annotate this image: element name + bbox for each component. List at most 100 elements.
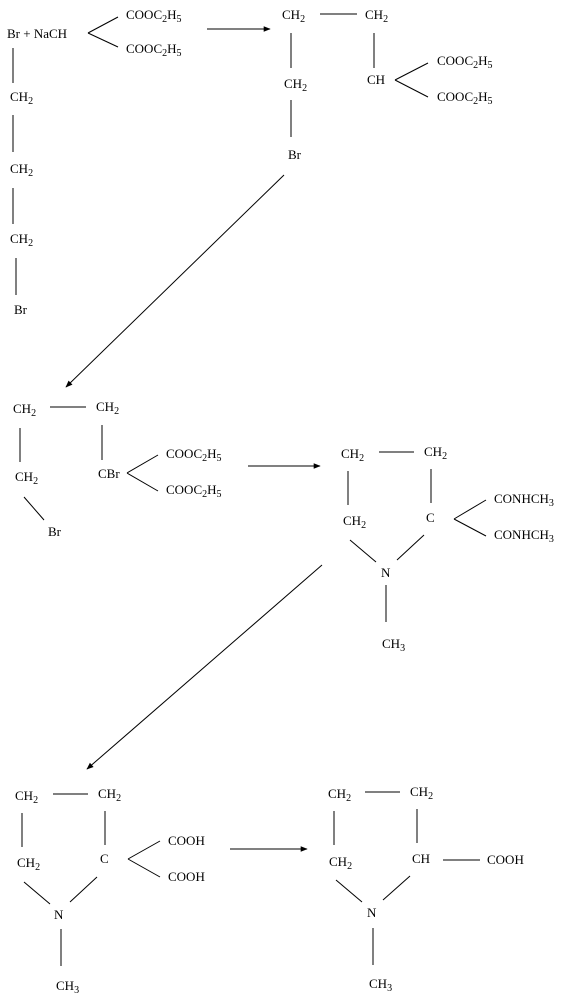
- subscript-text: 2: [202, 453, 207, 464]
- label-text: CH: [412, 851, 430, 866]
- label-ch2: CH2: [10, 89, 33, 107]
- subscript-text: 2: [33, 795, 38, 806]
- subscript-text: 2: [162, 14, 167, 25]
- label-text: CH: [15, 469, 33, 484]
- label-text: CH: [10, 161, 28, 176]
- bond: [23, 881, 51, 905]
- label-text: CH: [98, 786, 116, 801]
- intermediate-pyrrolidine-bisamide: CH2 CH2 CH2 C CONHCH3 CONHCH3 N CH3: [341, 444, 554, 654]
- label-ch2: CH2: [410, 784, 433, 802]
- label-ester-top: COOC2H5: [166, 446, 222, 464]
- label-text: C: [426, 510, 435, 525]
- label-text: C: [100, 851, 109, 866]
- subscript-text: 2: [28, 238, 33, 249]
- label-br: Br: [48, 524, 62, 539]
- subscript-text: 3: [387, 983, 392, 994]
- label-text: CH: [15, 788, 33, 803]
- subscript-text: 5: [177, 14, 182, 25]
- label-ch2: CH2: [98, 786, 121, 804]
- label-n: N: [381, 565, 391, 580]
- label-text: CH: [410, 784, 428, 799]
- label-text: Br: [14, 302, 28, 317]
- subscript-text: 2: [35, 862, 40, 873]
- label-ch2: CH2: [343, 513, 366, 531]
- label-ester-bottom: COOC2H5: [437, 89, 493, 107]
- label-text: CH: [369, 976, 387, 991]
- subscript-text: 5: [217, 453, 222, 464]
- label-text: N: [381, 565, 391, 580]
- label-text: CONHCH: [494, 527, 549, 542]
- label-text: COOC: [166, 482, 202, 497]
- subscript-text: 5: [488, 60, 493, 71]
- bond: [87, 16, 119, 34]
- subscript-text: 2: [202, 489, 207, 500]
- subscript-text: 2: [162, 48, 167, 59]
- bond: [382, 875, 411, 901]
- reaction-arrow: [65, 174, 285, 388]
- label-acid: COOH: [487, 852, 524, 867]
- bond: [126, 454, 159, 474]
- label-acid-top: COOH: [168, 833, 205, 848]
- label-text: CH: [328, 786, 346, 801]
- subscript-text: 2: [33, 476, 38, 487]
- subscript-text: 2: [383, 14, 388, 25]
- label-text: COOH: [168, 833, 205, 848]
- label-ch: CH: [367, 72, 385, 87]
- subscript-text: 5: [177, 48, 182, 59]
- label-text: COOC: [437, 89, 473, 104]
- label-ch2: CH2: [10, 161, 33, 179]
- label-text: CH: [17, 855, 35, 870]
- label-text: CH: [424, 444, 442, 459]
- label-ester-bottom: COOC2H5: [166, 482, 222, 500]
- label-text: CH: [382, 636, 400, 651]
- label-ch2: CH2: [15, 469, 38, 487]
- label-ch2: CH2: [282, 7, 305, 25]
- label-ch: CH: [412, 851, 430, 866]
- bond: [394, 62, 429, 81]
- label-text: CH: [282, 7, 300, 22]
- label-ch3: CH3: [382, 636, 405, 654]
- subscript-text: 2: [116, 793, 121, 804]
- label-text: CH: [329, 854, 347, 869]
- subscript-text: 3: [74, 985, 79, 996]
- label-text: Br: [48, 524, 62, 539]
- label-text: N: [367, 905, 377, 920]
- label-text: CH: [365, 7, 383, 22]
- bond: [126, 472, 159, 492]
- subscript-text: 2: [300, 14, 305, 25]
- subscript-text: 2: [346, 793, 351, 804]
- label-n: N: [367, 905, 377, 920]
- label-ch2: CH2: [341, 446, 364, 464]
- label-ch2: CH2: [17, 855, 40, 873]
- label-text: H: [478, 53, 487, 68]
- subscript-text: 2: [28, 168, 33, 179]
- label-c: C: [426, 510, 435, 525]
- subscript-text: 2: [28, 96, 33, 107]
- label-text: CH: [341, 446, 359, 461]
- label-ch2: CH2: [424, 444, 447, 462]
- label-text: Br + NaCH: [7, 26, 67, 41]
- label-text: CH: [343, 513, 361, 528]
- bond: [394, 79, 429, 98]
- label-ester-top: COOC2H5: [437, 53, 493, 71]
- label-ch2: CH2: [10, 231, 33, 249]
- label-amide-bottom: CONHCH3: [494, 527, 554, 545]
- subscript-text: 2: [347, 861, 352, 872]
- intermediate-bromo-malonate: CH2 CH2 CH2 CBr COOC2H5 COOC2H5 Br: [13, 399, 222, 539]
- label-text: H: [167, 41, 176, 56]
- label-text: Br: [288, 147, 302, 162]
- bond: [335, 879, 363, 903]
- label-text: N: [54, 907, 64, 922]
- label-ch2: CH2: [96, 399, 119, 417]
- label-text: CBr: [98, 466, 120, 481]
- subscript-text: 3: [400, 643, 405, 654]
- subscript-text: 2: [114, 406, 119, 417]
- intermediate-pyrrolidine-dicarboxylic-acid: CH2 CH2 CH2 C COOH COOH N CH3: [15, 786, 205, 996]
- label-text: H: [207, 446, 216, 461]
- label-acid-bottom: COOH: [168, 869, 205, 884]
- label-text: COOC: [437, 53, 473, 68]
- label-ch2: CH2: [284, 76, 307, 94]
- label-br-nach: Br + NaCH: [7, 26, 67, 41]
- subscript-text: 3: [549, 498, 554, 509]
